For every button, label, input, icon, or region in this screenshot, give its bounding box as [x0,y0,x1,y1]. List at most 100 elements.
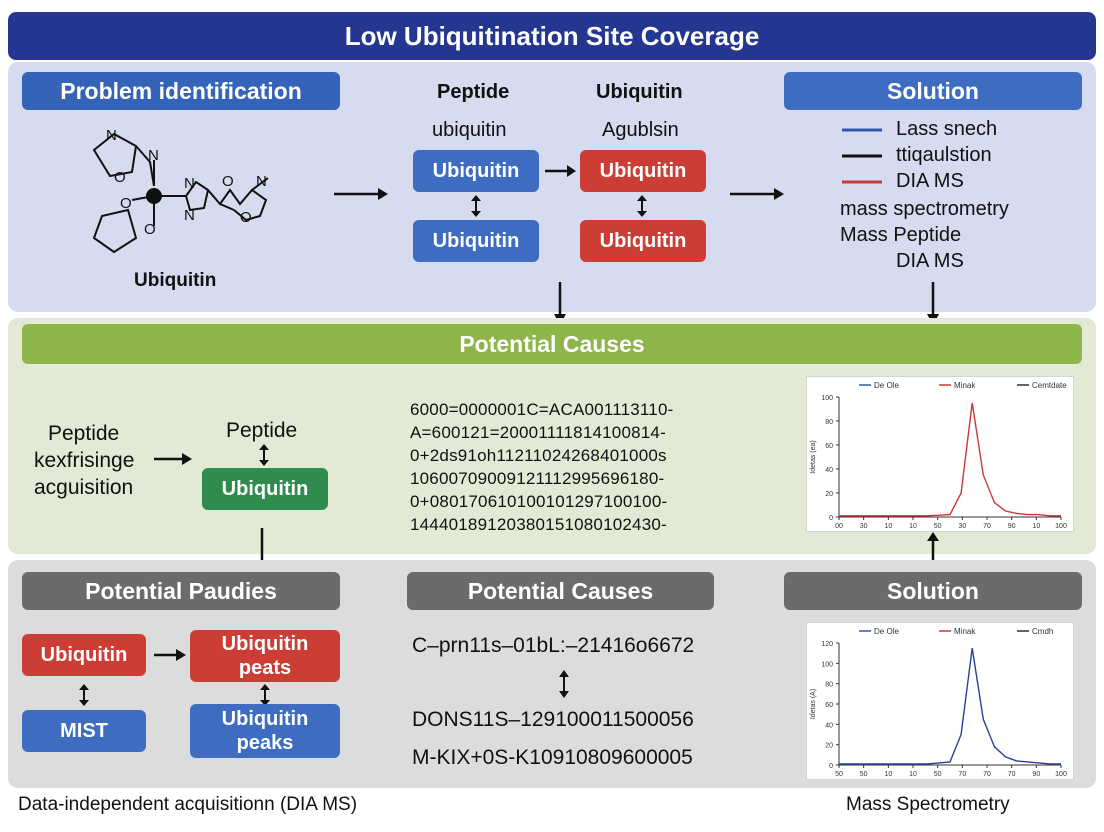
sequence-line: 0+2ds91oh1121102426840100​0s [410,446,667,465]
solution-line: mass spectrometry [840,198,1009,220]
legend-label: Minak [954,381,976,390]
column-sub-agublsin: Agublsin [602,119,679,141]
y-axis-label: Idetas (ea) [810,440,817,473]
column-header-peptide: Peptide [437,81,510,103]
legend-line-black [842,154,882,158]
arrow-right-icon [334,188,388,200]
x-tick-label: 100 [1055,523,1067,530]
x-tick-label: 50 [835,771,843,778]
double-arrow-vertical-icon [259,444,269,466]
double-arrow-vertical-icon [260,684,270,706]
y-tick-label: 80 [825,682,833,689]
x-tick-label: 70 [983,771,991,778]
x-tick-label: 00 [835,523,843,530]
potential-causes-bar-bottom: Potential Causes [407,572,714,610]
legend-line-blue [842,128,882,132]
x-tick-label: 10 [884,523,892,530]
atom-label: O [120,195,132,212]
series-line [839,647,1061,765]
legend-label: Cmdh [1032,627,1053,636]
potential-paudies-bar: Potential Paudies [22,572,340,610]
atom-label: N [106,127,117,144]
y-tick-label: 80 [825,419,833,426]
atom-label: O [240,209,252,226]
y-tick-label: 60 [825,702,833,709]
x-tick-label: 30 [958,523,966,530]
ubiquitin-box-red-2: Ubiquitin [580,220,706,262]
x-tick-label: 90 [1032,771,1040,778]
code-line: M-KIX+0S-K10910809600005 [412,746,693,769]
sequence-line: A=600121=20001111814100814- [410,423,666,442]
atom-label: N [148,147,159,164]
molecule-structure-icon: N N O O N N O N O O [92,127,269,254]
ubiquitin-box-green: Ubiquitin [202,468,328,510]
atom-label: N [184,207,195,224]
problem-identification-label: Problem identification [22,72,340,110]
y-tick-label: 120 [821,641,833,648]
column-sub-ubiquitin: ubiquitin [432,119,507,141]
atom-label: O [222,173,234,190]
ubiquitin-box-red-bottom: Ubiquitin [22,634,146,676]
legend-label: De Ole [874,627,899,636]
left-text-line: Peptide [48,422,120,445]
chart-1: De Ole Minak Cemtdate 100 80 60 40 20 000 30 10 10 5… [810,381,1067,530]
x-tick-label: 70 [983,523,991,530]
y-tick-label: 0 [829,763,833,770]
solution-label-top: Solution [784,72,1082,110]
legend-label: De Ole [874,381,899,390]
double-arrow-vertical-icon [79,684,89,706]
solution-bar-bottom: Solution [784,572,1082,610]
arrow-right-icon [154,453,192,465]
potential-causes-bar: Potential Causes [22,324,1082,364]
x-tick-label: 70 [1008,771,1016,778]
atom-label: O [144,221,156,238]
x-tick-label: 70 [958,771,966,778]
arrow-right-icon [154,649,186,661]
y-tick-label: 40 [825,722,833,729]
solution-line: DIA MS [896,250,964,272]
x-tick-label: 50 [934,771,942,778]
x-tick-label: 10 [1032,523,1040,530]
series-line [839,402,1061,517]
ubiquitin-box-blue-1: Ubiquitin [413,150,539,192]
y-tick-label: 20 [825,491,833,498]
footer-right: Mass Spectrometry [846,794,1010,815]
code-line: C–prn11s–01bL:–21416o6672 [412,634,695,657]
atom-label: N [256,173,267,190]
molecule-label: Ubiquitin [134,270,217,291]
solution-line: Mass Peptide [840,224,962,246]
y-tick-label: 60 [825,443,833,450]
legend-label: Lass snech [896,118,998,140]
code-line: DONS11S–129100011500056 [412,708,694,731]
double-arrow-vertical-icon [637,195,647,217]
ubiquitin-peaks-box: Ubiquitin peaks [190,704,340,758]
x-tick-label: 10 [909,523,917,530]
atom-label: O [114,169,126,186]
legend-label: Cemtdate [1032,381,1067,390]
y-tick-label: 0 [829,515,833,522]
page-title: Low Ubiquitination Site Coverage [344,20,760,51]
legend-line-red [842,180,882,184]
footer-left: Data-independent acquisitionn (DIA MS) [18,794,358,815]
x-tick-label: 50 [934,523,942,530]
arrow-right-icon [730,188,784,200]
x-tick-label: 10 [884,771,892,778]
y-tick-label: 100 [821,661,833,668]
x-tick-label: 90 [1008,523,1016,530]
mist-box: MIST [22,710,146,752]
x-tick-label: 30 [860,523,868,530]
ubiquitin-box-blue-2: Ubiquitin [413,220,539,262]
y-tick-label: 20 [825,743,833,750]
x-tick-label: 10 [909,771,917,778]
y-tick-label: 40 [825,467,833,474]
x-tick-label: 100 [1055,771,1067,778]
double-arrow-vertical-icon [559,670,569,698]
legend-label: DIA MS [896,170,964,192]
column-header-ubiquitin: Ubiquitin [596,81,683,103]
y-axis-label: Idetas (A) [810,689,817,719]
sequence-line: 6000=0000001C=ACA001113110- [410,400,674,419]
atom-label: N [184,175,195,192]
left-text-line: acguisition [34,476,134,499]
